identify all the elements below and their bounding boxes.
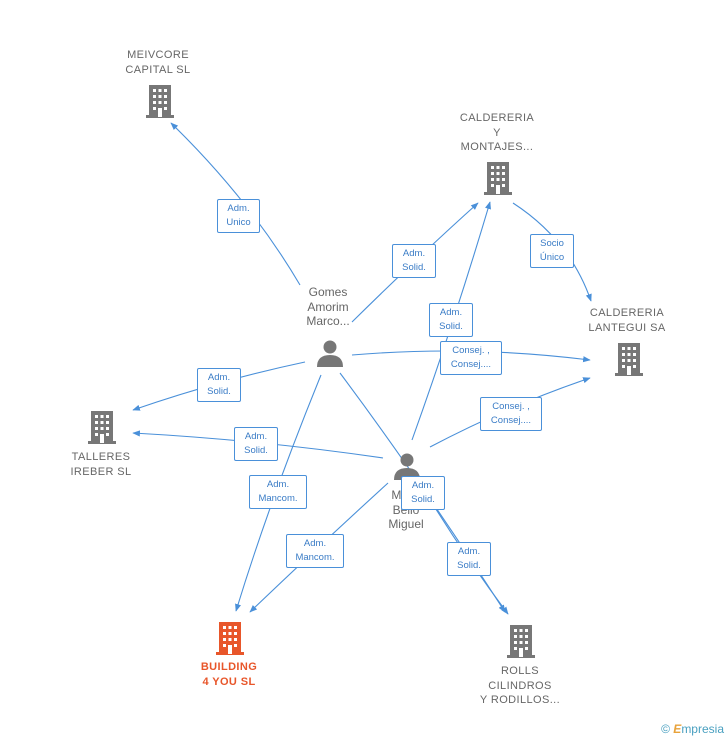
tag-line: Adm. [303, 538, 327, 549]
tag-line: Consej. , [492, 401, 530, 412]
edge-tag-adm-unico[interactable]: Adm. Unico [217, 199, 260, 233]
tag-line: Consej.... [490, 415, 532, 426]
node-label-caldereria-lantegui[interactable]: CALDERERIA LANTEGUI SA [577, 306, 677, 335]
label-line: 4 YOU SL [202, 675, 256, 688]
edge-tag-adm-solid-moch-rolls-1[interactable]: Adm. Solid. [401, 476, 445, 510]
building-icon-caldereria-lantegui[interactable] [613, 341, 645, 377]
copyright-icon: © [661, 722, 670, 736]
edge-tag-consej-moch-lantegui[interactable]: Consej. , Consej.... [480, 397, 542, 431]
tag-line: Consej. , [452, 345, 490, 356]
building-icon-rolls[interactable] [505, 623, 537, 659]
tag-line: Mancom. [295, 552, 335, 563]
label-line: Miguel [388, 517, 424, 531]
label-line: CAPITAL SL [125, 63, 191, 76]
label-line: BUILDING [200, 661, 258, 673]
label-line: Marco... [306, 314, 350, 328]
tag-line: Adm. [439, 307, 463, 318]
edge-tag-adm-mancom-moch-building[interactable]: Adm. Mancom. [286, 534, 344, 568]
tag-line: Solid. [402, 262, 426, 273]
tag-line: Solid. [244, 445, 268, 456]
node-label-talleres[interactable]: TALLERES IREBER SL [51, 450, 151, 479]
edge-tag-socio-unico[interactable]: Socio Único [530, 234, 574, 268]
tag-line: Solid. [207, 386, 231, 397]
edge-tag-adm-solid-moch-rolls-2[interactable]: Adm. Solid. [447, 542, 491, 576]
tag-line: Adm. [402, 248, 426, 259]
tag-line: Consej.... [450, 359, 492, 370]
tag-line: Solid. [439, 321, 463, 332]
tag-line: Adm. [266, 479, 290, 490]
label-line: CILINDROS [488, 679, 552, 692]
label-line: TALLERES [71, 451, 131, 463]
label-line: LANTEGUI SA [588, 321, 666, 334]
tag-line: Adm. [227, 203, 250, 214]
tag-line: Mancom. [258, 493, 298, 504]
edge-tag-consej-gomes-lantegui[interactable]: Consej. , Consej.... [440, 341, 502, 375]
building-icon-building-focus[interactable] [214, 620, 246, 656]
person-icon-gomes[interactable] [315, 338, 345, 368]
empresia-watermark: © Empresia [661, 722, 724, 736]
label-line: MEIVCORE [127, 49, 189, 61]
edge-tag-adm-solid-moch-calderia[interactable]: Adm. Solid. [429, 303, 473, 337]
label-line: Amorim [307, 299, 349, 314]
node-label-building[interactable]: BUILDING 4 YOU SL [179, 660, 279, 689]
tag-line: Adm. [207, 372, 231, 383]
label-line: ROLLS [500, 665, 540, 677]
brand-initial: E [673, 722, 682, 736]
node-label-caldereria-y[interactable]: CALDERERIA Y MONTAJES... [447, 111, 547, 155]
tag-line: Unico [226, 217, 251, 228]
edge-tag-adm-solid-moch-talleres[interactable]: Adm. Solid. [234, 427, 278, 461]
edge-tag-adm-solid-gomes-talleres[interactable]: Adm. Solid. [197, 368, 241, 402]
tag-line: Único [539, 252, 565, 263]
label-line: CALDERERIA [589, 307, 665, 319]
label-line: CALDERERIA [459, 112, 535, 124]
tag-line: Socio [540, 238, 564, 249]
tag-line: Solid. [457, 560, 481, 571]
label-line: Gomes [308, 285, 348, 299]
edge-tag-adm-mancom-gomes-building[interactable]: Adm. Mancom. [249, 475, 307, 509]
node-label-rolls[interactable]: ROLLS CILINDROS Y RODILLOS... [470, 664, 570, 708]
tag-line: Adm. [411, 480, 435, 491]
building-icon-talleres[interactable] [86, 409, 118, 445]
label-line: IREBER SL [70, 465, 132, 478]
label-line: MONTAJES... [460, 141, 534, 153]
label-line: Y RODILLOS... [479, 694, 561, 706]
building-icon-meivcore[interactable] [144, 83, 176, 119]
brand-name: mpresia [681, 722, 724, 736]
label-line: Y [493, 126, 501, 139]
node-label-gomes[interactable]: Gomes Amorim Marco... [288, 285, 368, 329]
node-label-meivcore[interactable]: MEIVCORE CAPITAL SL [108, 48, 208, 77]
tag-line: Adm. [457, 546, 481, 557]
tag-line: Adm. [244, 431, 268, 442]
tag-line: Solid. [411, 494, 435, 505]
building-icon-caldereria-y[interactable] [482, 160, 514, 196]
edge-tag-adm-solid-gomes-calderia[interactable]: Adm. Solid. [392, 244, 436, 278]
